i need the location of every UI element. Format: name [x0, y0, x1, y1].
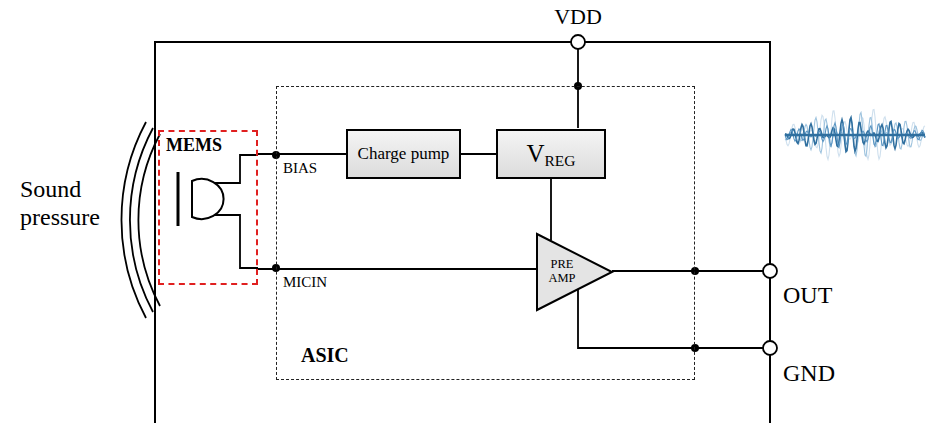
microphone-symbol	[178, 155, 258, 268]
signal-wire	[258, 268, 536, 270]
node-text: ASIC	[301, 344, 349, 366]
mems-region: MEMS	[158, 130, 258, 285]
node-text: MEMS	[166, 136, 222, 156]
gnd-wire	[578, 288, 763, 348]
out-wire	[612, 270, 763, 272]
pin-name: OUT	[783, 282, 832, 310]
preamp-triangle: PRE AMP	[536, 233, 613, 311]
signal-wire	[550, 179, 552, 241]
gnd-pin	[763, 341, 777, 355]
node-text: VREG	[526, 140, 575, 169]
pin-name: GND	[783, 360, 835, 388]
signal-wire	[461, 153, 496, 155]
input-label: Sound pressure	[20, 176, 130, 231]
audio-waveform	[785, 110, 925, 160]
signal-wire	[258, 153, 346, 155]
sound-waves	[121, 122, 160, 318]
pin-name: VDD	[554, 4, 602, 29]
node-text: Charge pump	[358, 145, 450, 164]
charge-pump-box: Charge pump	[346, 129, 461, 179]
regulator-box: VREG	[496, 129, 606, 179]
package-outline	[155, 42, 770, 423]
pin-name: MICIN	[283, 274, 327, 291]
out-pin	[763, 264, 777, 278]
node-text: PRE AMP	[544, 258, 580, 286]
pin-name: BIAS	[283, 160, 317, 177]
junction-dots	[272, 82, 699, 352]
vdd-pin	[571, 35, 585, 49]
asic-region: ASIC Charge pump VREG PRE AMP	[276, 86, 695, 380]
